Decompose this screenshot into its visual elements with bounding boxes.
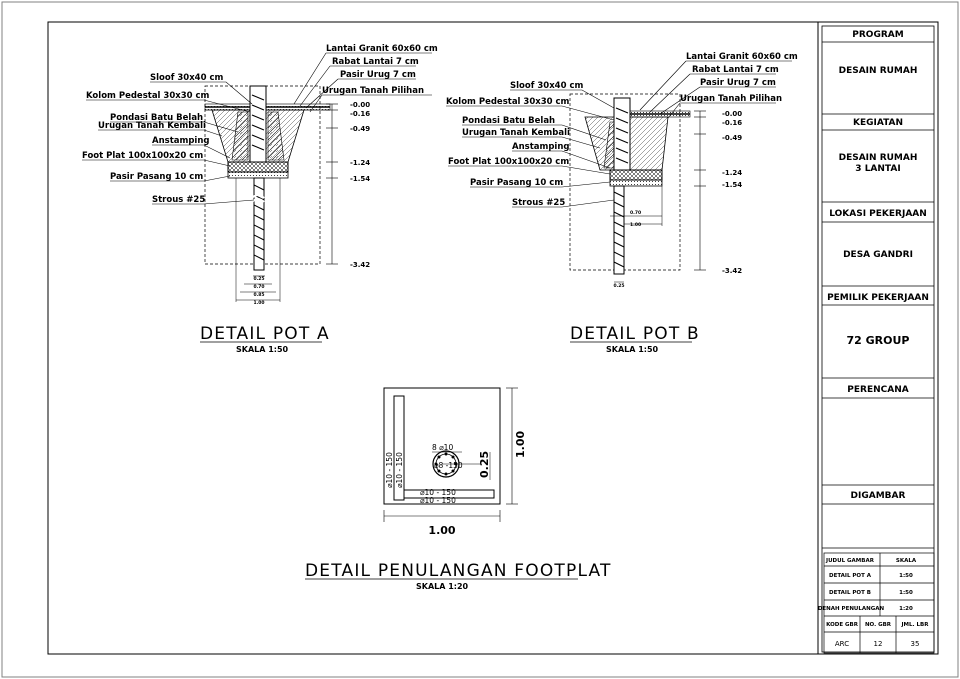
pot-a-label-pasir: Pasir Pasang 10 cm (110, 172, 203, 182)
tb-code-value: ARC (835, 640, 849, 648)
footplat-title: DETAIL PENULANGAN FOOTPLAT (305, 561, 612, 581)
tb-jml-head: JML. LBR (901, 622, 930, 628)
detail-footplat: 8 ⌀10 ⌀8 -150 0.25 ⌀10 - 150 ⌀10 - 150 ⌀… (305, 387, 612, 591)
pot-b-label-strous: Strous #25 (512, 198, 565, 208)
pot-b-label-footplat: Foot Plat 100x100x20 cm (448, 157, 569, 167)
sheet-inner-border (47, 21, 939, 655)
pot-a-level-3: -0.49 (350, 125, 370, 133)
pot-a-label-footplat: Foot Plat 100x100x20 cm (82, 151, 203, 161)
pot-b-dim-3: 0.25 (613, 283, 624, 289)
pot-a-label-granit: Lantai Granit 60x60 cm (326, 44, 438, 54)
tb-kegiatan-head: KEGIATAN (853, 118, 903, 128)
tb-table-col2-head: SKALA (896, 558, 917, 564)
footplat-horizontal-bar-1: ⌀10 - 150 (420, 488, 456, 497)
pot-a-dim-2: 0.70 (253, 284, 264, 290)
pot-b-level-2: -0.16 (722, 119, 742, 127)
tb-kegiatan-value-2: 3 LANTAI (855, 164, 900, 174)
pot-b-dim-1: 0.70 (630, 210, 641, 216)
pot-a-dim-1: 0.25 (253, 276, 264, 282)
pot-b-title: DETAIL POT B (570, 324, 700, 344)
footplat-ring-label: 8 ⌀10 (432, 443, 453, 452)
pot-b-label-pasir: Pasir Pasang 10 cm (470, 178, 563, 188)
tb-digambar-head: DIGAMBAR (851, 491, 906, 501)
footplat-stirrup-label: ⌀8 -150 (434, 461, 463, 470)
pot-b-label-sloof: Sloof 30x40 cm (510, 81, 584, 91)
tb-table-col1-head: JUDUL GAMBAR (825, 558, 875, 564)
detail-pot-a: 0.25 0.70 0.85 1.00 -0.00 -0.16 -0.49 -1… (82, 44, 438, 354)
footplat-dim-width: 1.00 (428, 524, 455, 537)
title-block: PROGRAM DESAIN RUMAH KEGIATAN DESAIN RUM… (818, 25, 935, 654)
pot-a-label-kolom: Kolom Pedestal 30x30 cm (86, 91, 210, 101)
tb-no-head: NO. GBR (865, 622, 892, 628)
tb-row-1-scale: 1:50 (899, 573, 913, 579)
pot-a-level-2: -0.16 (350, 110, 370, 118)
pot-a-label-sloof: Sloof 30x40 cm (150, 73, 224, 83)
tb-program-value: DESAIN RUMAH (839, 66, 918, 76)
detail-pot-b: 0.70 1.00 0.25 -0.00 -0.16 -0.49 -1.24 -… (446, 52, 798, 354)
pot-b-label-urugan-pilihan: Urugan Tanah Pilihan (680, 94, 782, 104)
tb-code-head: KODE GBR (826, 622, 859, 628)
pot-a-level-6: -3.42 (350, 261, 370, 269)
tb-lokasi-head: LOKASI PEKERJAAN (829, 209, 927, 219)
tb-no-value: 12 (874, 640, 883, 648)
tb-pemilik-value: 72 GROUP (847, 334, 910, 347)
pot-a-label-anstamping: Anstamping (152, 136, 209, 146)
pot-a-label-urugan: Urugan Tanah Kembali (98, 121, 206, 131)
pot-b-label-granit: Lantai Granit 60x60 cm (686, 52, 798, 62)
pot-a-label-strous: Strous #25 (152, 195, 205, 205)
pot-b-level-4: -1.24 (722, 169, 742, 177)
tb-row-2-scale: 1:50 (899, 590, 913, 596)
tb-program-head: PROGRAM (852, 30, 903, 40)
pot-b-scale: SKALA 1:50 (606, 345, 659, 354)
pot-a-title: DETAIL POT A (200, 324, 330, 344)
pot-a-level-5: -1.54 (350, 175, 370, 183)
tb-row-3-name: DENAH PENULANGAN (818, 606, 885, 612)
tb-perencana-head: PERENCANA (847, 385, 908, 395)
pot-a-scale: SKALA 1:50 (236, 345, 289, 354)
pot-b-level-6: -3.42 (722, 267, 742, 275)
pot-a-label-pasir-urug: Pasir Urug 7 cm (340, 70, 416, 80)
pot-b-label-pondasi: Pondasi Batu Belah (462, 116, 555, 126)
tb-jml-value: 35 (911, 640, 920, 648)
pot-a-dim-3: 0.85 (253, 292, 264, 298)
pot-b-dim-2: 1.00 (630, 222, 641, 228)
footplat-dim-thickness: 0.25 (478, 451, 491, 478)
tb-row-1-name: DETAIL POT A (829, 573, 872, 579)
tb-kegiatan-value-1: DESAIN RUMAH (839, 153, 918, 163)
pot-a-dim-4: 1.00 (253, 300, 264, 306)
tb-row-3-scale: 1:20 (899, 606, 913, 612)
footplat-dim-height: 1.00 (514, 431, 527, 458)
footplat-vertical-bar-1: ⌀10 - 150 (385, 452, 394, 488)
pot-b-label-rabat: Rabat Lantai 7 cm (692, 65, 779, 75)
pot-b-label-anstamping: Anstamping (512, 142, 569, 152)
pot-b-label-urugan: Urugan Tanah Kembali (462, 128, 570, 138)
pot-a-level-1: -0.00 (350, 101, 370, 109)
pot-b-label-pasir-urug: Pasir Urug 7 cm (700, 78, 776, 88)
pot-b-label-kolom: Kolom Pedestal 30x30 cm (446, 97, 570, 107)
pot-b-level-3: -0.49 (722, 134, 742, 142)
tb-lokasi-value: DESA GANDRI (843, 250, 913, 260)
pot-a-label-urugan-pilihan: Urugan Tanah Pilihan (322, 86, 424, 96)
footplat-scale: SKALA 1:20 (416, 582, 469, 591)
pot-b-level-1: -0.00 (722, 110, 742, 118)
pot-a-level-4: -1.24 (350, 159, 370, 167)
tb-row-2-name: DETAIL POT B (829, 590, 871, 596)
footplat-vertical-bar-2: ⌀10 - 150 (395, 452, 404, 488)
pot-a-label-pondasi: Pondasi Batu Belah (110, 113, 203, 123)
pot-b-level-5: -1.54 (722, 181, 742, 189)
tb-pemilik-head: PEMILIK PEKERJAAN (827, 293, 929, 303)
footplat-horizontal-bar-2: ⌀10 - 150 (420, 496, 456, 505)
pot-a-label-rabat: Rabat Lantai 7 cm (332, 57, 419, 67)
